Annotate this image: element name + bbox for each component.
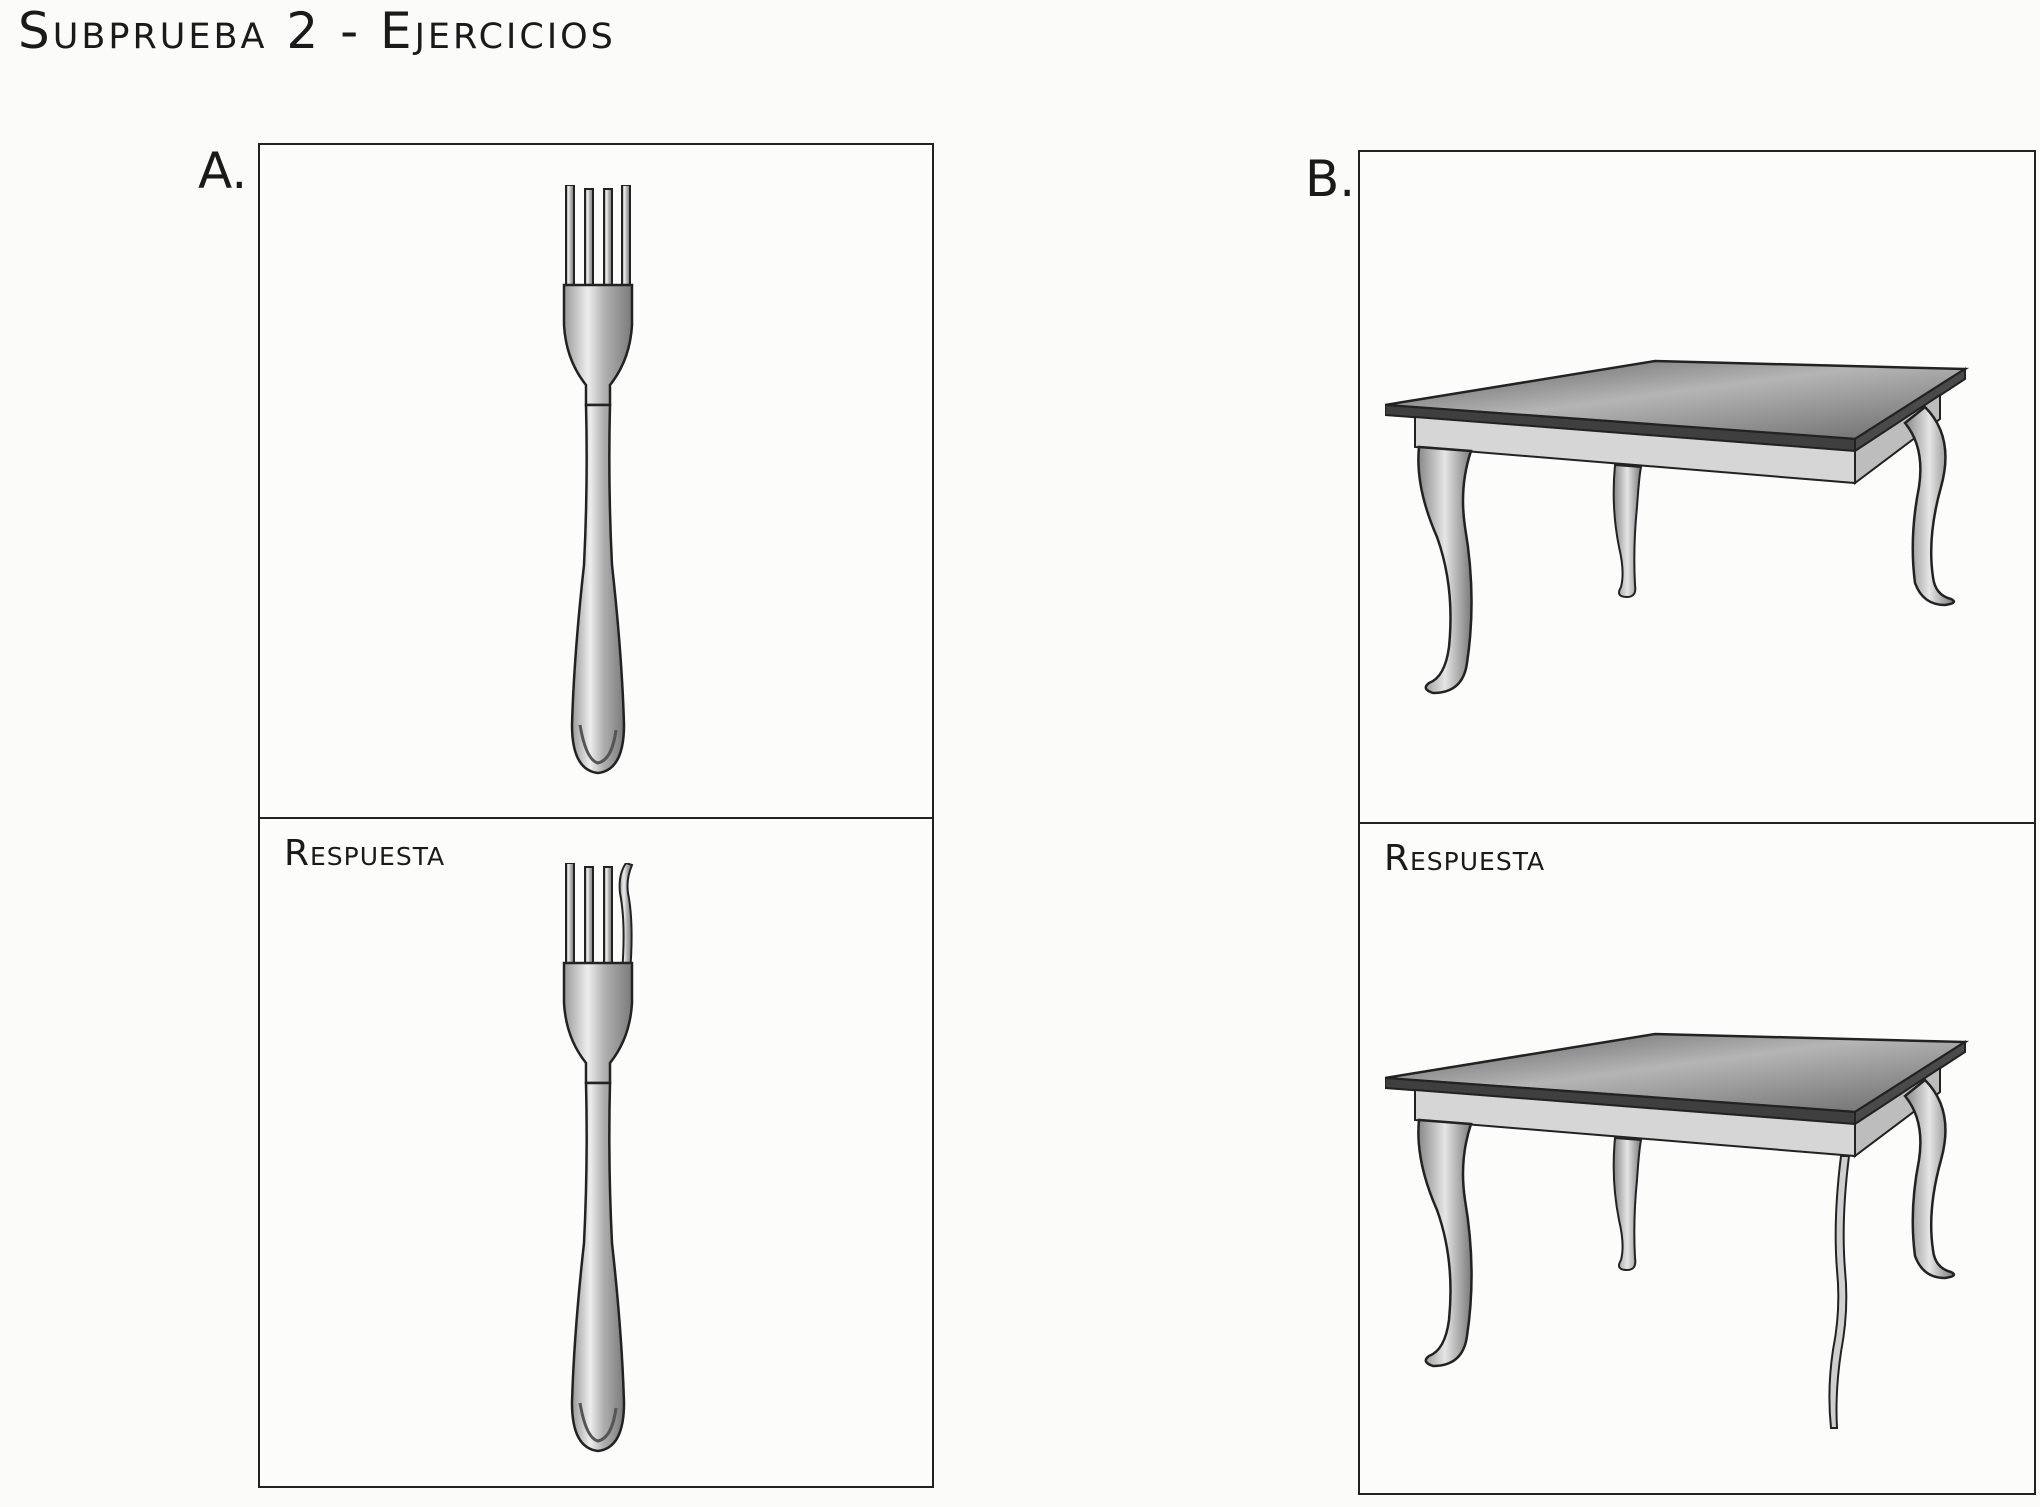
- exercise-a-divider: [260, 817, 932, 819]
- exercise-a-answer-label: Respuesta: [284, 833, 446, 874]
- fork-bent-tine-icon: [562, 863, 634, 1453]
- exercise-b-letter: B.: [1305, 150, 1356, 208]
- exercise-b-answer-label: Respuesta: [1384, 838, 1546, 879]
- exercise-a-letter: A.: [198, 142, 248, 200]
- exercise-b-panel: Respuesta: [1358, 150, 2036, 1495]
- table-wavy-leg-icon: [1385, 1032, 1970, 1429]
- page-title: Subprueba 2 - Ejercicios: [18, 2, 616, 60]
- table-icon: [1385, 359, 1970, 695]
- exercise-a-panel: Respuesta: [258, 143, 934, 1488]
- fork-icon: [562, 185, 634, 775]
- exercise-b-divider: [1360, 822, 2034, 824]
